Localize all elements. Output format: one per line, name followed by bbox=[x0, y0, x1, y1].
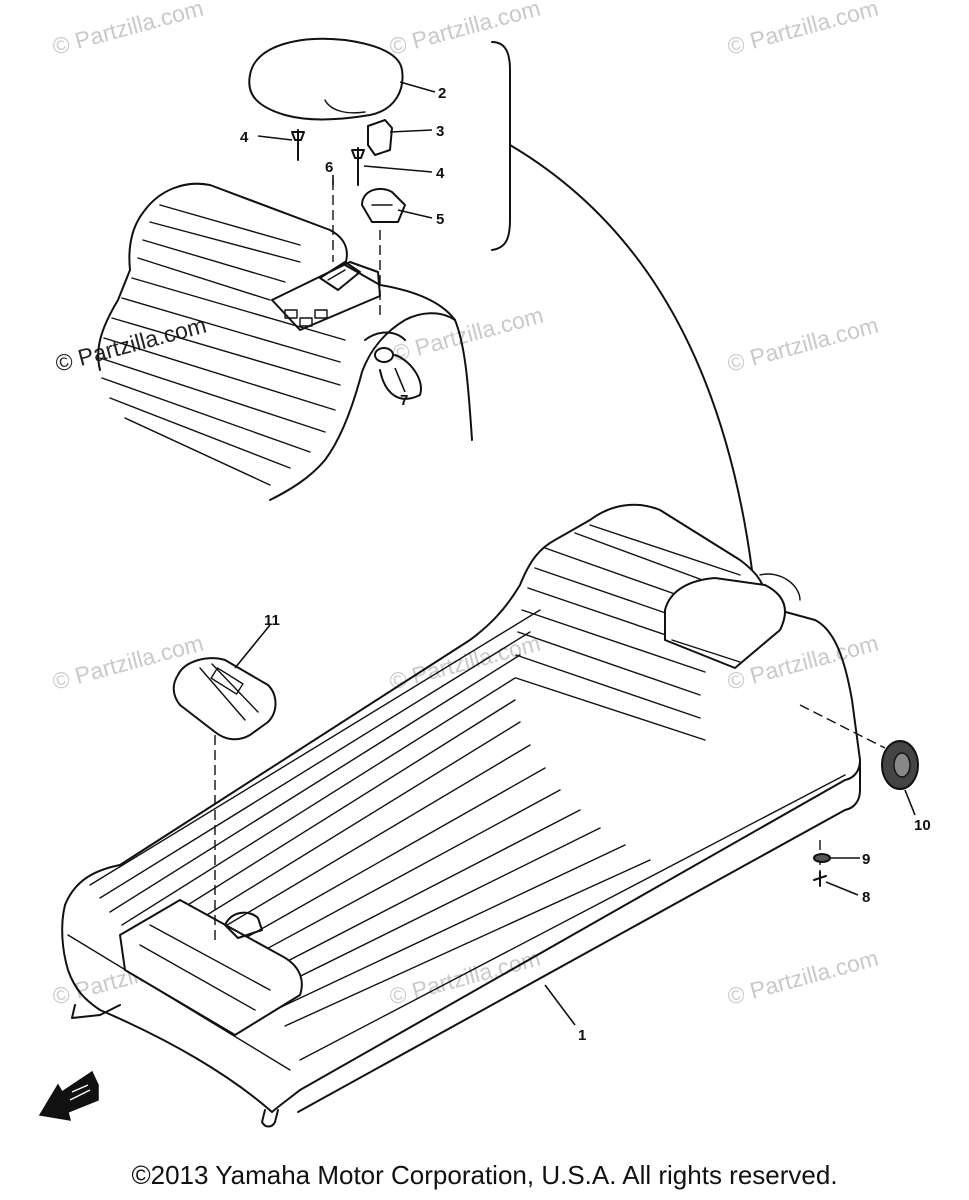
seat-ridges bbox=[99, 204, 346, 486]
seat-ridges bbox=[89, 609, 651, 1027]
main-seat bbox=[61, 503, 861, 1128]
callout-1: 1 bbox=[578, 1027, 586, 1044]
tool-bag bbox=[172, 657, 277, 940]
watermark: © Partzilla.com bbox=[53, 312, 209, 377]
backrest-ridges bbox=[515, 524, 741, 741]
watermark: © Partzilla.com bbox=[725, 945, 881, 1010]
callout-11: 11 bbox=[264, 612, 280, 629]
detail-connector bbox=[509, 144, 753, 571]
watermark: © Partzilla.com bbox=[725, 312, 881, 377]
callout-3: 3 bbox=[436, 123, 444, 140]
copyright-notice: ©2013 Yamaha Motor Corporation, U.S.A. A… bbox=[131, 1160, 838, 1190]
watermark: © Partzilla.com bbox=[390, 302, 546, 367]
watermark: © Partzilla.com bbox=[387, 630, 543, 695]
callout-4-left: 4 bbox=[240, 129, 249, 146]
callout-5: 5 bbox=[436, 211, 444, 228]
callout-7: 7 bbox=[400, 392, 408, 409]
watermark: © Partzilla.com bbox=[50, 0, 206, 60]
callout-9: 9 bbox=[862, 851, 870, 868]
callout-8: 8 bbox=[862, 889, 870, 906]
exploded-parts bbox=[248, 37, 511, 251]
callout-6: 6 bbox=[325, 159, 333, 176]
watermark: © Partzilla.com bbox=[387, 0, 543, 60]
callout-10: 10 bbox=[914, 817, 931, 834]
fastener-parts bbox=[813, 840, 831, 887]
callout-4-right: 4 bbox=[436, 165, 445, 182]
watermark: © Partzilla.com bbox=[725, 0, 881, 60]
cap-part bbox=[799, 704, 919, 790]
detail-view bbox=[97, 180, 473, 501]
watermark: © Partzilla.com bbox=[387, 945, 543, 1010]
leader-lines bbox=[234, 81, 916, 1026]
front-arrow-icon bbox=[38, 1070, 99, 1121]
callout-2: 2 bbox=[438, 85, 446, 102]
callout-labels: 1 2 3 4 4 5 6 7 8 9 10 11 bbox=[240, 85, 931, 1044]
